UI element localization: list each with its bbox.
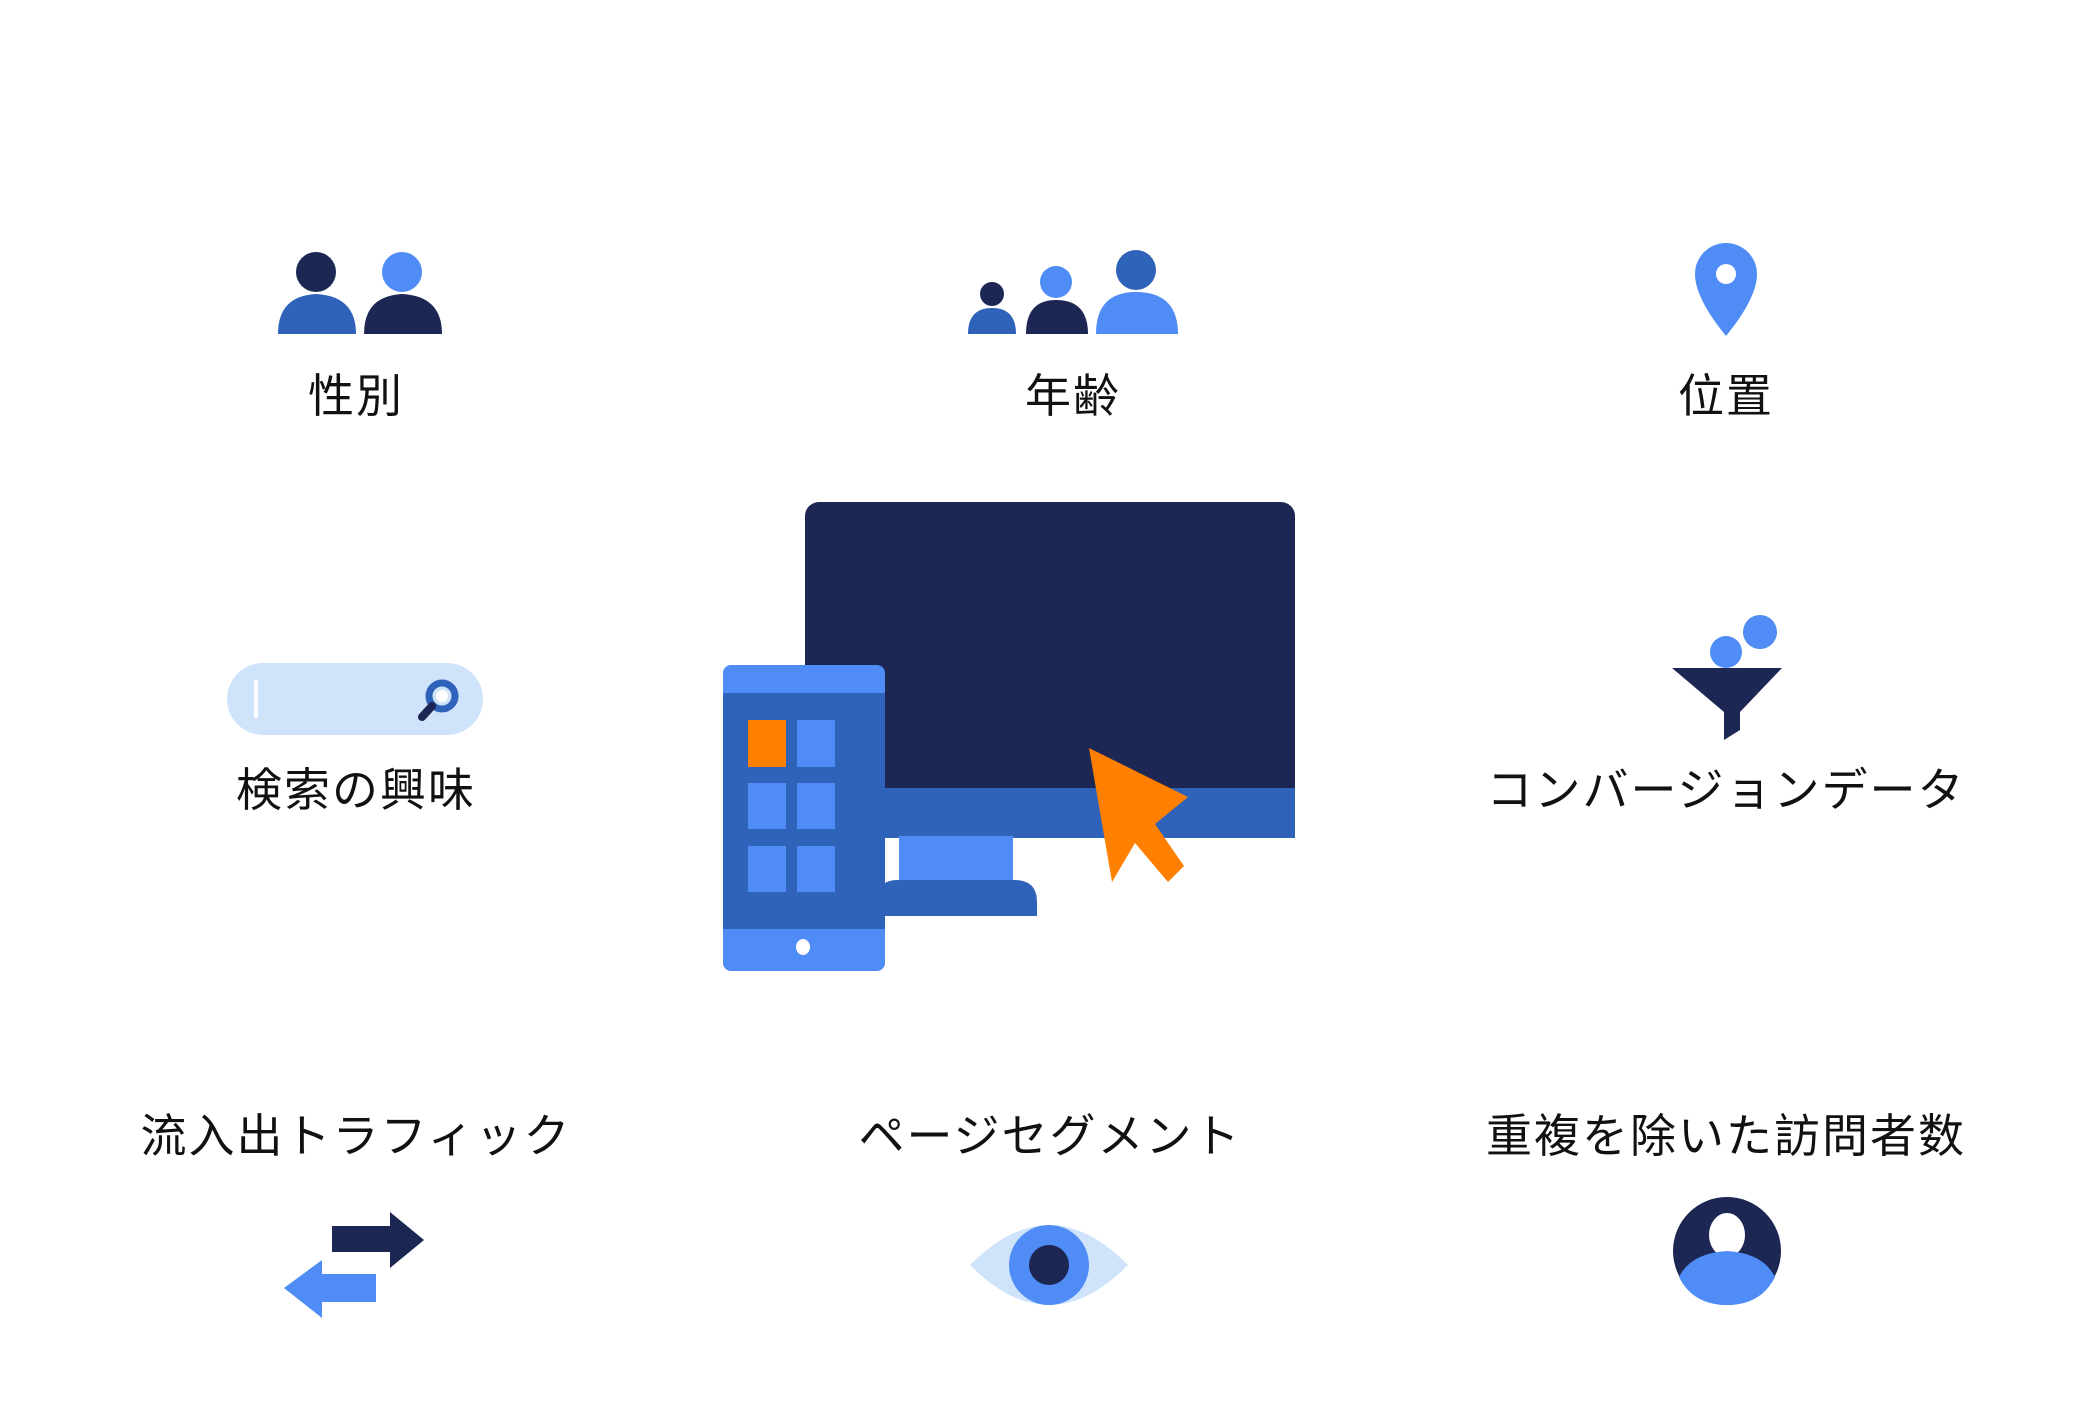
monitor-icon (805, 502, 1295, 916)
location-label: 位置 (1678, 369, 1774, 423)
eye-icon (970, 1225, 1128, 1305)
page-segment-label: ページセグメント (858, 1109, 1242, 1163)
search-interest-label: 検索の興味 (236, 763, 476, 817)
phone-icon (723, 665, 885, 971)
traffic-label: 流入出トラフィック (140, 1109, 572, 1163)
two-users-icon (278, 252, 442, 334)
age-label: 年齢 (1025, 369, 1121, 423)
swap-arrows-icon (284, 1212, 424, 1318)
gender-label: 性別 (308, 369, 404, 423)
map-pin-icon (1695, 243, 1757, 336)
three-users-age-icon (968, 250, 1178, 334)
unique-visitors-label: 重複を除いた訪問者数 (1486, 1109, 1966, 1163)
user-circle-icon (1673, 1197, 1781, 1305)
conversion-data-label: コンバージョンデータ (1486, 763, 1966, 817)
search-bar-icon[interactable] (226, 662, 484, 736)
funnel-icon (1672, 615, 1782, 740)
cursor-arrow-icon (1089, 748, 1188, 882)
